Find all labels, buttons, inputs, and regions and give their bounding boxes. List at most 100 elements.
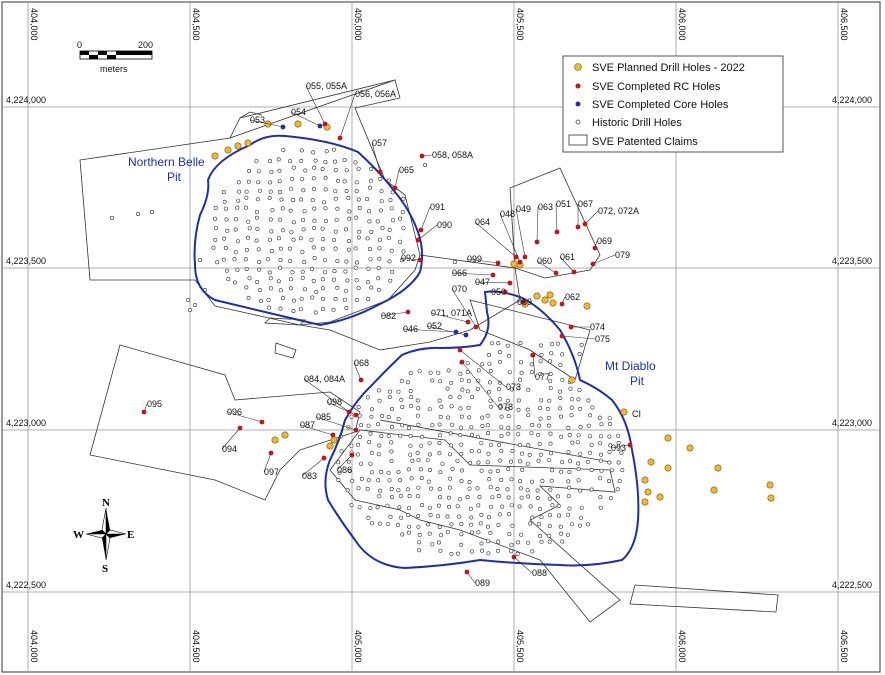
historic-drill-hole (408, 443, 413, 448)
historic-drill-hole (353, 246, 358, 251)
historic-drill-hole (529, 431, 534, 436)
historic-drill-hole (236, 180, 241, 185)
historic-drill-hole (378, 488, 383, 493)
historic-drill-hole (540, 478, 545, 483)
historic-drill-hole (569, 397, 574, 402)
hole-id-label: CI (632, 409, 641, 419)
historic-drill-hole (299, 197, 304, 202)
historic-drill-hole (455, 504, 460, 509)
historic-drill-hole (278, 217, 283, 222)
historic-drill-hole (343, 269, 348, 274)
northing-label-right: 4,223,500 (832, 256, 872, 266)
grid-labels-side: 4,224,000 4,223,500 4,223,000 4,222,500 … (6, 95, 872, 590)
claim-outline-southeast (629, 584, 779, 613)
historic-drill-hole (575, 440, 580, 445)
historic-drill-hole (465, 361, 470, 366)
historic-drill-hole (221, 190, 226, 195)
historic-drill-hole (389, 424, 394, 429)
completed-rc-hole (465, 319, 471, 325)
historic-drill-hole (269, 229, 274, 234)
historic-drill-hole (397, 216, 402, 221)
legend-core-label: SVE Completed Core Holes (592, 99, 729, 111)
historic-drill-hole (516, 432, 521, 437)
completed-rc-hole (268, 450, 274, 456)
historic-drill-hole (396, 488, 401, 493)
historic-drill-hole (466, 405, 471, 410)
historic-drill-hole (436, 503, 441, 508)
east-label: E (127, 529, 134, 541)
historic-drill-hole (368, 461, 373, 466)
historic-drill-hole (420, 502, 425, 507)
historic-drill-hole (556, 513, 561, 518)
historic-drill-hole (578, 425, 583, 430)
historic-drill-hole (255, 279, 260, 284)
historic-drill-hole (448, 476, 453, 481)
hole-leader-line (451, 272, 494, 276)
historic-drill-hole (244, 285, 249, 290)
historic-drill-hole (466, 378, 471, 383)
hole-id-label: 066 (452, 268, 467, 278)
historic-drill-hole (427, 452, 432, 457)
historic-drill-hole (301, 227, 306, 232)
historic-drill-hole (347, 216, 352, 221)
historic-drill-hole (449, 551, 454, 556)
historic-drill-hole (368, 506, 373, 511)
historic-drill-hole (469, 432, 474, 437)
hole-id-label: 056, 056A (355, 89, 396, 99)
completed-rc-hole (418, 227, 424, 233)
historic-drill-hole (538, 371, 543, 376)
hole-leader-line (339, 93, 356, 139)
completed-rc-hole (459, 359, 465, 365)
historic-drill-hole (558, 389, 563, 394)
historic-drill-hole (213, 205, 218, 210)
historic-drill-hole (367, 185, 372, 190)
hole-id-label: 047 (475, 277, 490, 287)
historic-drill-hole (485, 524, 490, 529)
historic-drill-hole (224, 217, 229, 222)
historic-drill-hole (496, 522, 501, 527)
hole-leader-line (559, 256, 575, 273)
hole-id-label: 046 (403, 324, 418, 334)
historic-drill-hole (486, 551, 491, 556)
historic-drill-hole (556, 503, 561, 508)
historic-drill-hole (499, 414, 504, 419)
hole-leader-line (451, 288, 477, 328)
hole-id-label: 054 (291, 107, 306, 117)
historic-drill-hole (366, 423, 371, 428)
legend-rc-label: SVE Completed RC Holes (592, 81, 721, 93)
historic-drill-hole (479, 512, 484, 517)
historic-drill-hole (568, 386, 573, 391)
historic-drill-hole (568, 459, 573, 464)
historic-drill-hole (560, 539, 565, 544)
historic-drill-hole (517, 377, 522, 382)
historic-drill-hole (256, 169, 261, 174)
historic-drill-hole (497, 512, 502, 517)
historic-drill-hole (289, 186, 294, 191)
historic-drill-hole (323, 175, 328, 180)
historic-drill-hole (387, 259, 392, 264)
historic-drill-hole (519, 532, 524, 537)
historic-drill-hole (459, 542, 464, 547)
historic-drill-hole (550, 503, 555, 508)
historic-drill-hole (378, 208, 383, 213)
planned-drill-hole (568, 376, 576, 384)
historic-drill-hole (465, 495, 470, 500)
historic-drill-hole (387, 389, 392, 394)
completed-rc-hole (502, 289, 508, 295)
hole-id-label: 092 (401, 253, 416, 263)
historic-drill-hole (408, 452, 413, 457)
historic-drill-hole (419, 443, 424, 448)
completed-rc-hole (592, 245, 598, 251)
historic-drill-hole (247, 169, 252, 174)
hole-leader-line (305, 85, 326, 125)
historic-drill-hole (377, 237, 382, 242)
hole-leader-line (336, 454, 353, 471)
historic-drill-hole (354, 180, 359, 185)
historic-drill-hole (422, 163, 427, 168)
historic-drill-hole (321, 237, 326, 242)
historic-drill-hole (559, 469, 564, 474)
historic-drill-hole (518, 486, 523, 491)
hole-leader-line (532, 354, 536, 378)
historic-drill-hole (257, 287, 262, 292)
historic-drill-hole (478, 521, 483, 526)
